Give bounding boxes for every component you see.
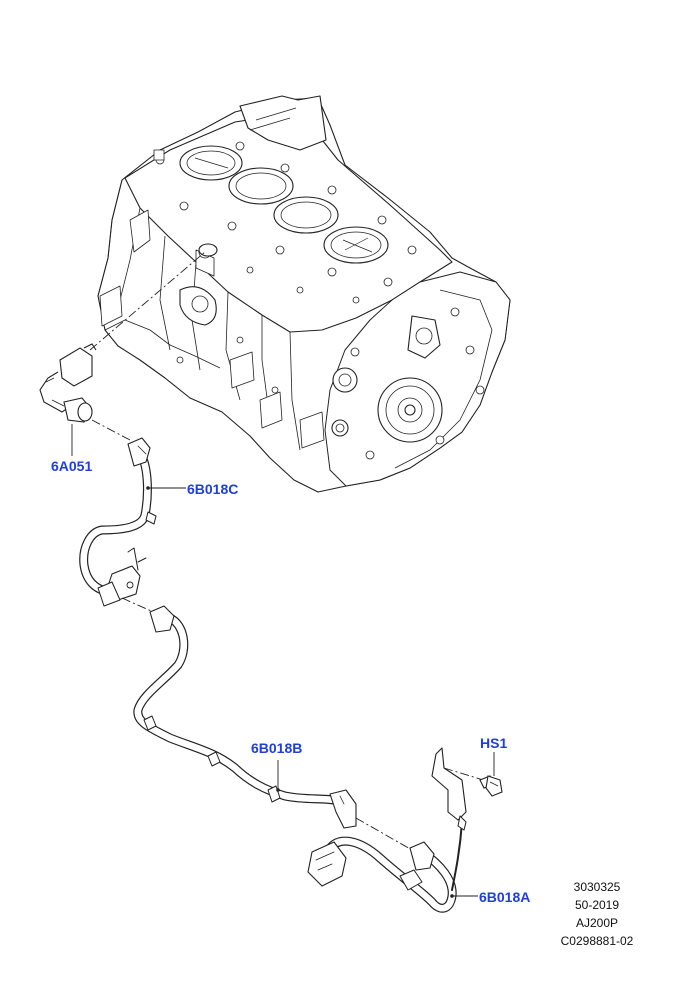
- connector-axis-c: [355, 817, 413, 851]
- callout-HS1[interactable]: HS1: [480, 735, 508, 751]
- connector-axis-a: [91, 419, 131, 441]
- reference-line-4: C0298881-02: [560, 934, 634, 948]
- connector-axis-b: [121, 597, 159, 615]
- oil-pressure-sensor: [39, 343, 97, 423]
- harness-6B018B: [133, 605, 357, 829]
- front-cover-details: [331, 307, 485, 460]
- callout-6B018C[interactable]: 6B018C: [187, 481, 239, 497]
- reference-line-2: 50-2019: [574, 898, 620, 912]
- harness-6B018C: [79, 437, 157, 607]
- deck-bolt-holes: [153, 141, 417, 304]
- callout-6A051[interactable]: 6A051: [51, 458, 93, 474]
- harness-6B018A: [307, 747, 467, 913]
- callout-6B018B[interactable]: 6B018B: [251, 740, 303, 756]
- reference-line-1: 3030325: [573, 880, 621, 894]
- cylinder-bores: [179, 145, 389, 264]
- engine-block: [97, 95, 511, 493]
- reference-line-3: AJ200P: [575, 916, 619, 930]
- bolt-HS1: [479, 775, 503, 797]
- callout-6B018A[interactable]: 6B018A: [479, 889, 531, 905]
- install-axis-line: [89, 251, 206, 351]
